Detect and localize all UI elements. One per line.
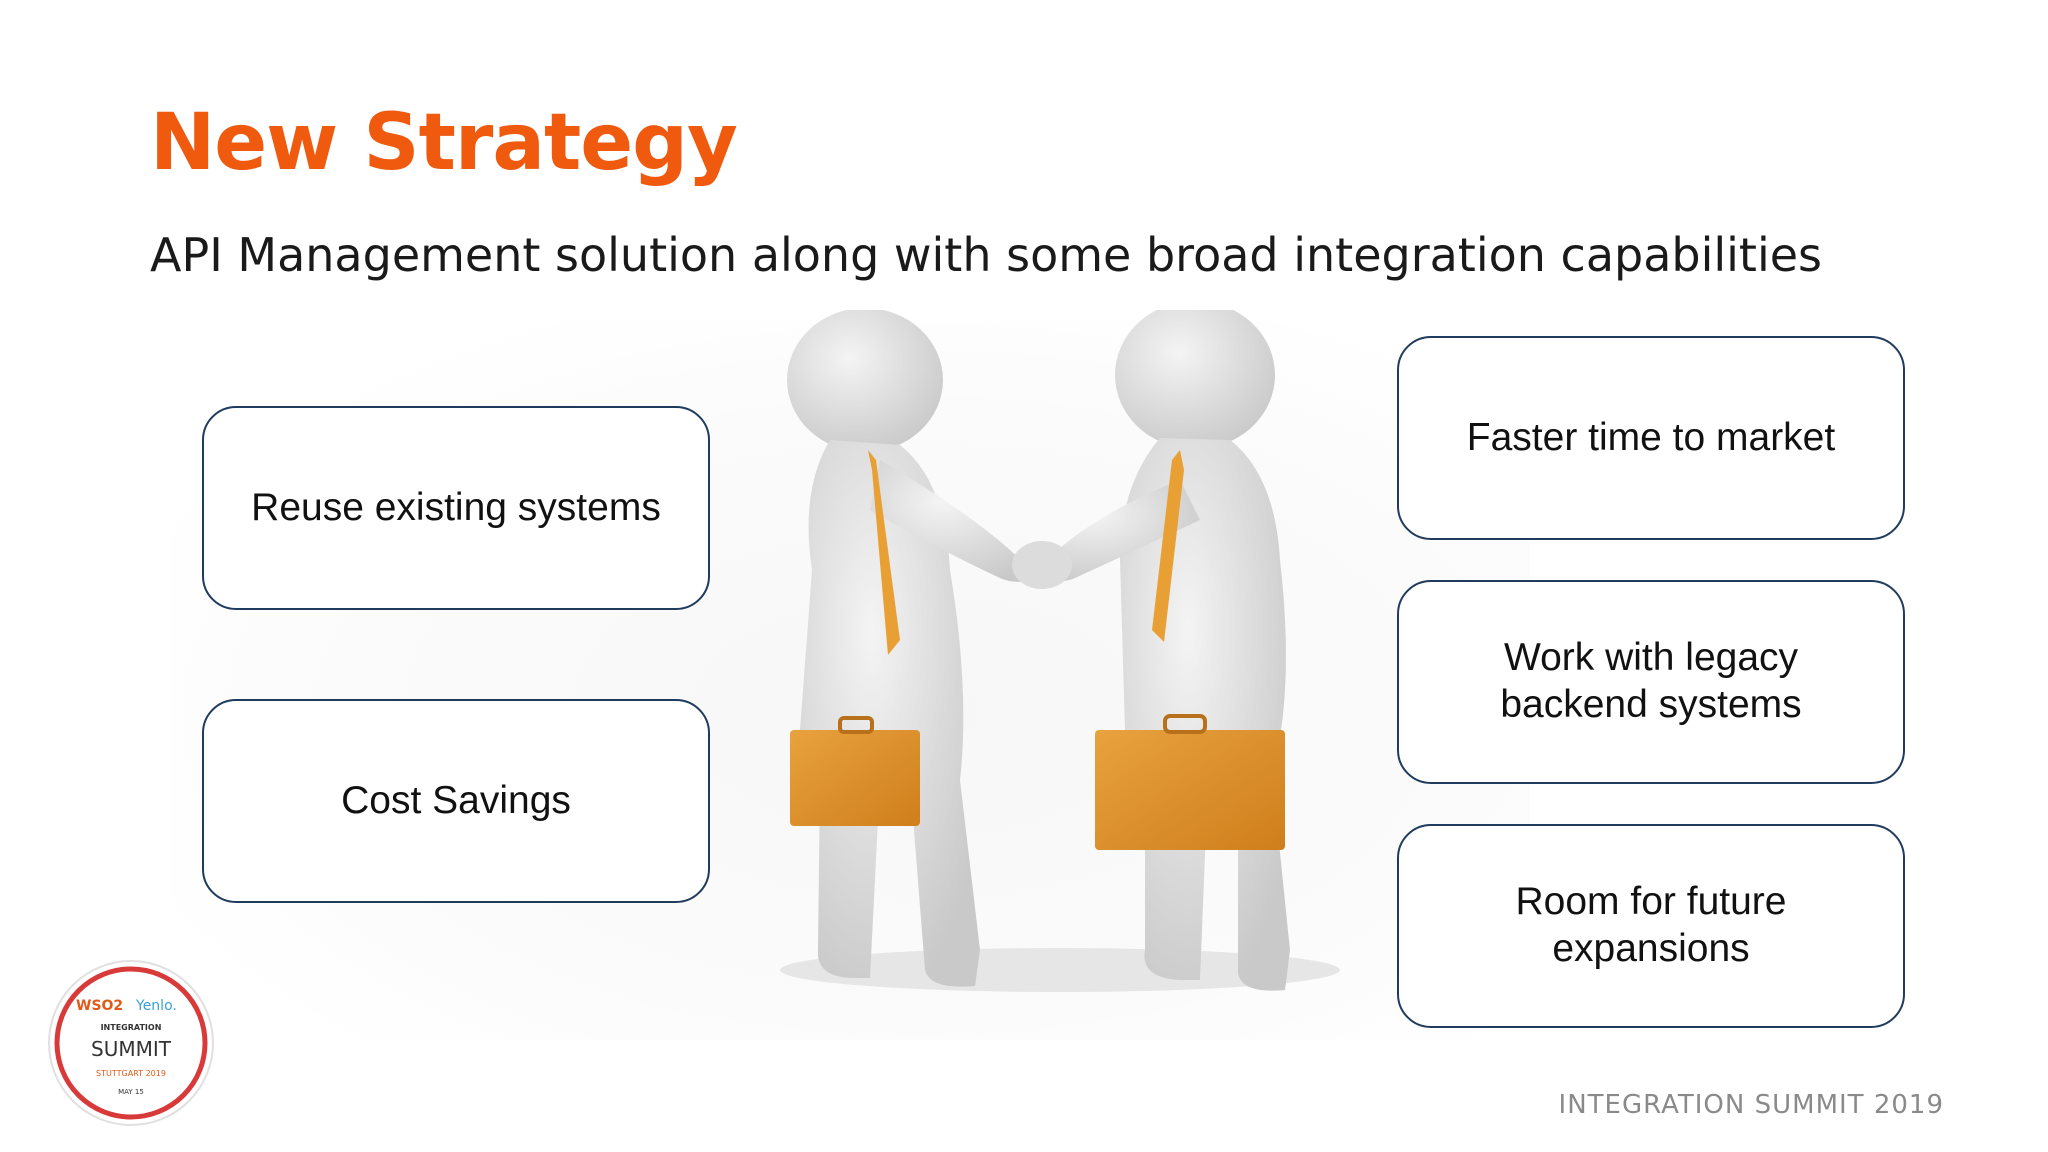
svg-text:INTEGRATION: INTEGRATION bbox=[101, 1023, 162, 1032]
slide-subtitle: API Management solution along with some … bbox=[150, 228, 1823, 282]
slide-title: New Strategy bbox=[150, 98, 738, 188]
benefit-box-reuse: Reuse existing systems bbox=[202, 406, 710, 610]
benefit-label: Room for future expansions bbox=[1515, 880, 1787, 970]
benefit-box-cost: Cost Savings bbox=[202, 699, 710, 903]
svg-text:Yenlo.: Yenlo. bbox=[135, 998, 177, 1014]
benefit-label: Work with legacy backend systems bbox=[1500, 636, 1802, 726]
handshake-figures-icon bbox=[780, 310, 1340, 992]
svg-text:SUMMIT: SUMMIT bbox=[91, 1037, 172, 1061]
benefit-box-future: Room for future expansions bbox=[1397, 824, 1905, 1028]
benefit-label: Reuse existing systems bbox=[251, 485, 661, 529]
summit-logo: WSO2 Yenlo. INTEGRATION SUMMIT STUTTGART… bbox=[48, 960, 214, 1126]
svg-text:STUTTGART 2019: STUTTGART 2019 bbox=[96, 1069, 166, 1078]
footer-text: INTEGRATION SUMMIT 2019 bbox=[1558, 1090, 1944, 1120]
benefit-label: Faster time to market bbox=[1466, 415, 1836, 459]
svg-text:MAY 15: MAY 15 bbox=[118, 1088, 144, 1096]
benefit-box-faster: Faster time to market bbox=[1397, 336, 1905, 540]
svg-text:WSO2: WSO2 bbox=[76, 998, 123, 1014]
benefit-box-legacy: Work with legacy backend systems bbox=[1397, 580, 1905, 784]
benefit-label: Cost Savings bbox=[341, 778, 571, 822]
